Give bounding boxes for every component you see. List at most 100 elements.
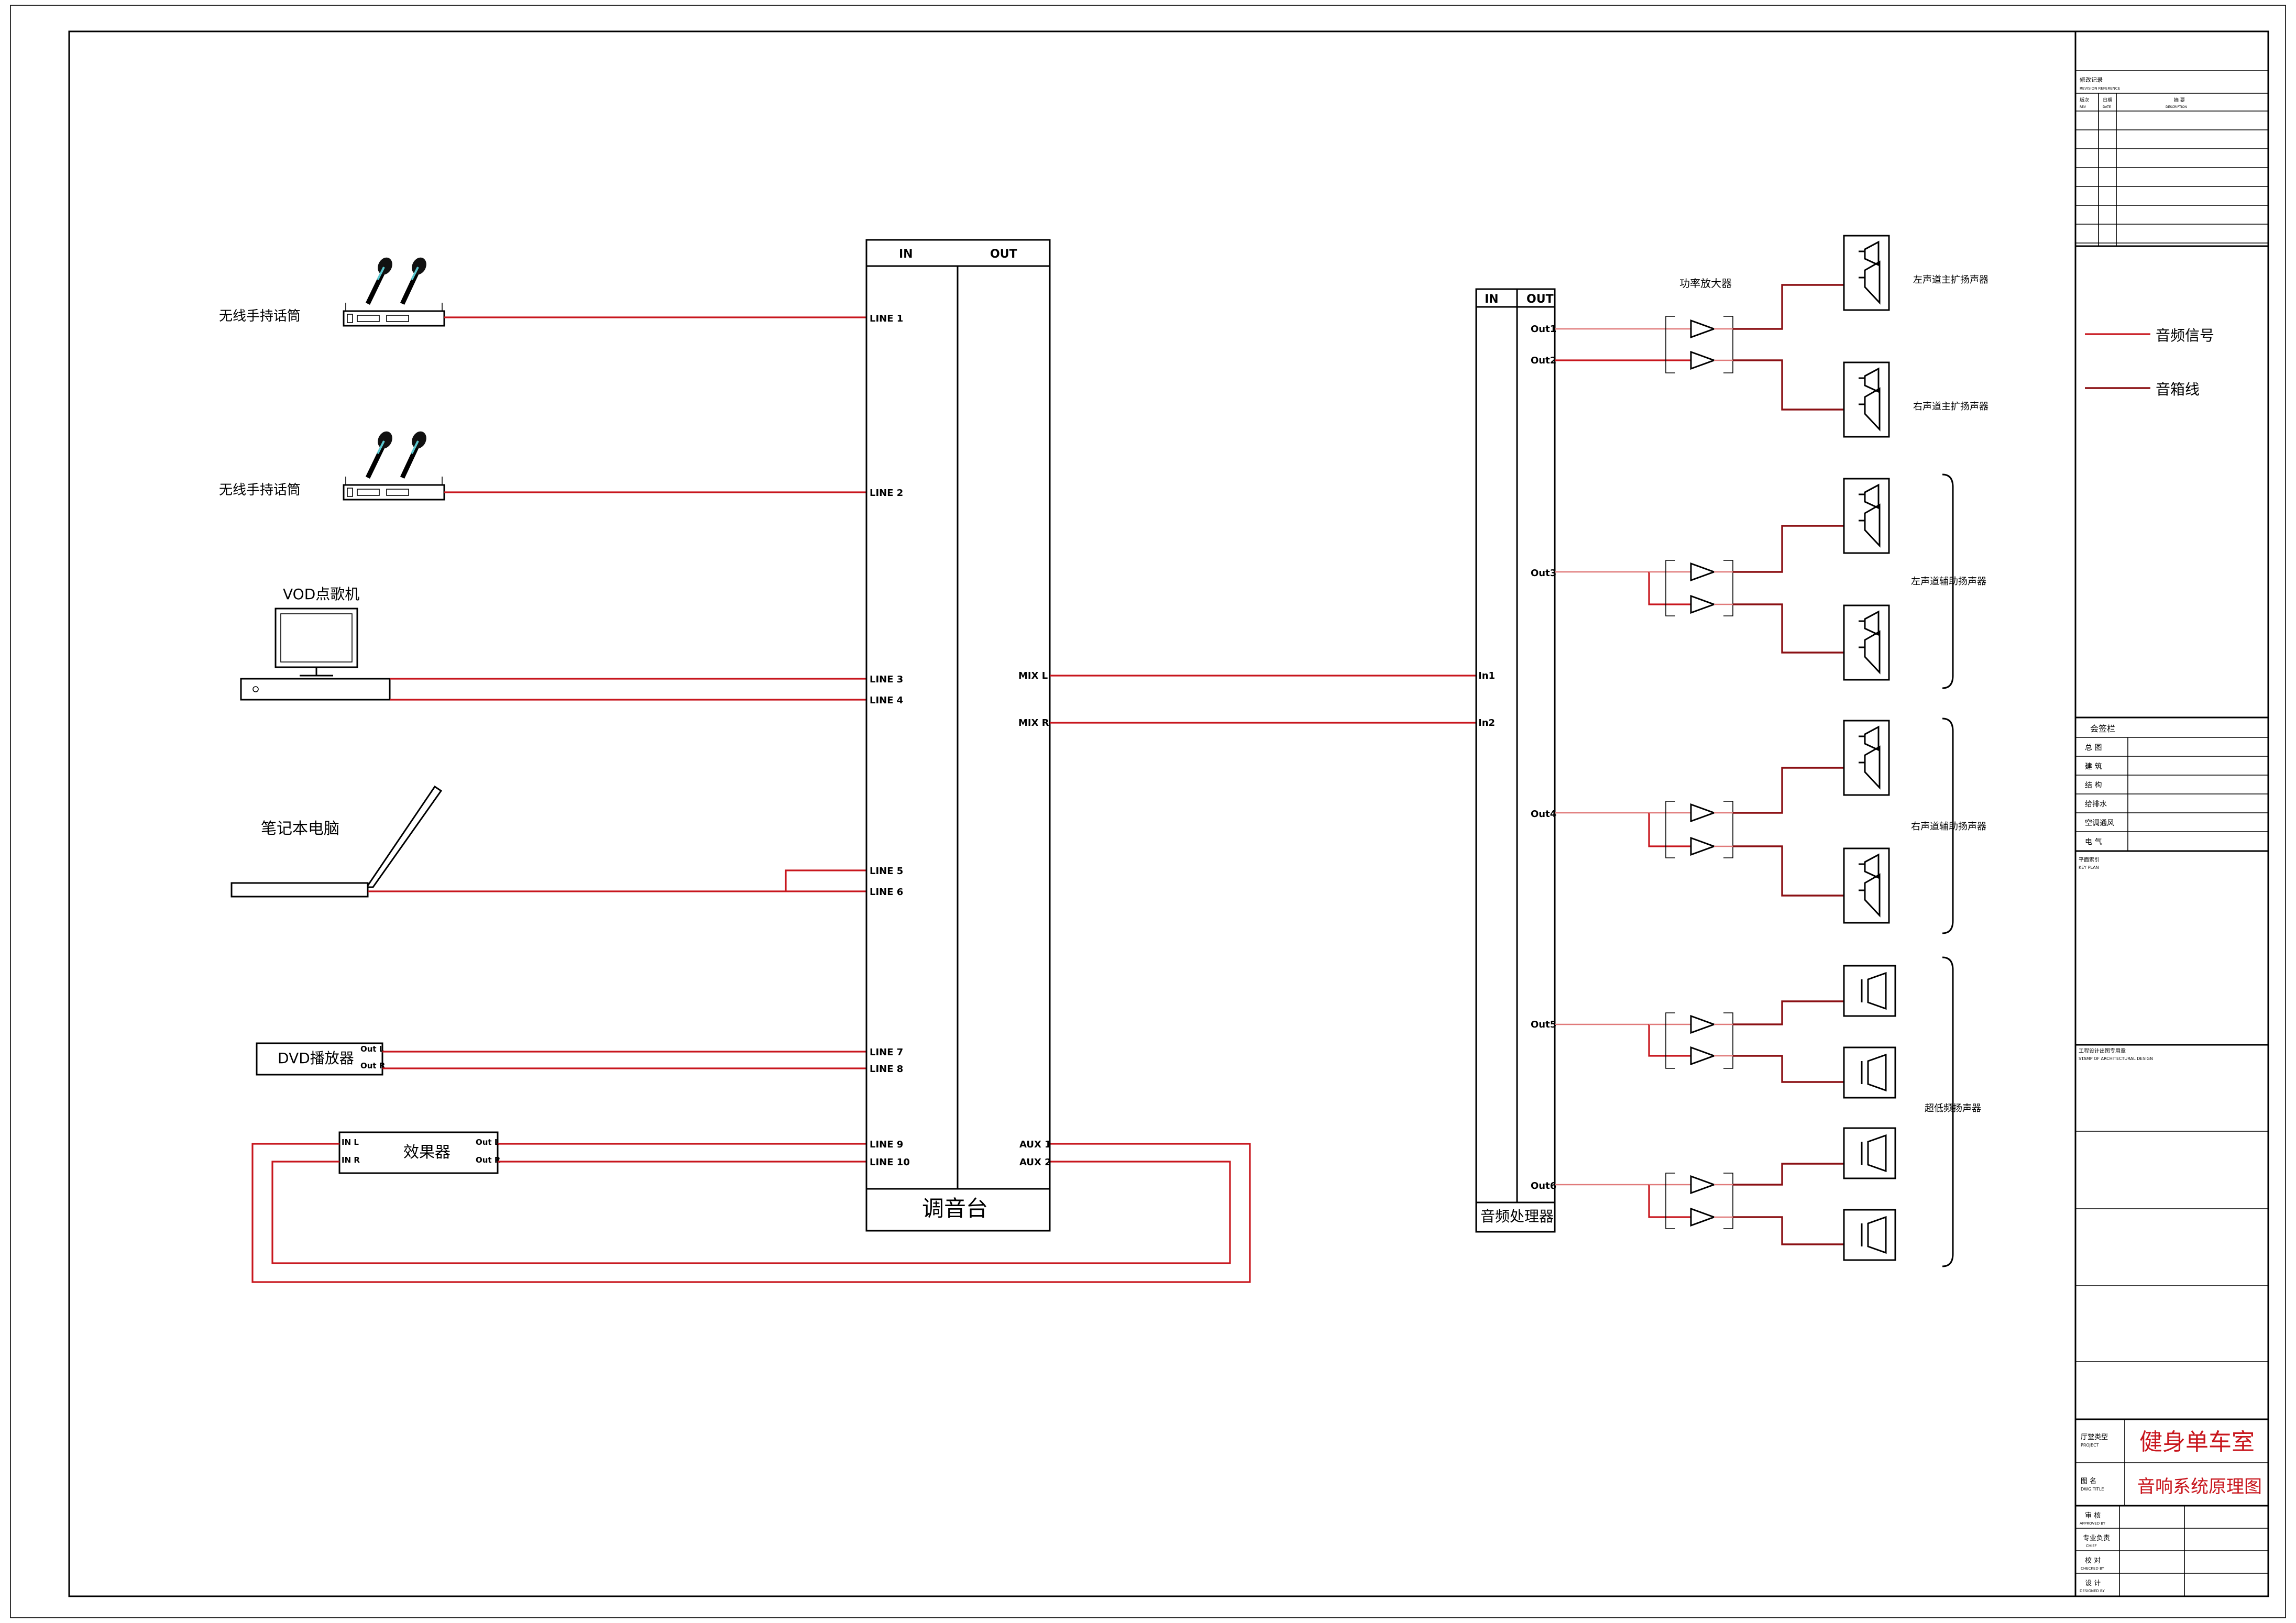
mixer: IN OUT 调音台 LINE 1 LINE 2 LINE 3 LINE 4 L… [865, 239, 1051, 1232]
approval-rows: 审 核 APPROVED BY 专业负责 CHIEF 校 对 CHECKED B… [2075, 1506, 2268, 1596]
effects-unit: 效果器 IN L IN R Out L Out R [338, 1131, 501, 1174]
speaker-wires [1733, 284, 1844, 1245]
svg-text:In2: In2 [1478, 717, 1495, 728]
svg-text:空调通风: 空调通风 [2085, 819, 2114, 827]
svg-text:APPROVED BY: APPROVED BY [2080, 1521, 2106, 1526]
svg-text:日期: 日期 [2103, 97, 2112, 103]
amplifier-icon [1690, 594, 1717, 614]
svg-text:摘 要: 摘 要 [2174, 97, 2185, 103]
microphone-icon [365, 257, 426, 305]
amplifier-icon [1690, 1046, 1717, 1066]
dvd-label: DVD播放器 [278, 1050, 354, 1067]
svg-text:建 筑: 建 筑 [2085, 763, 2102, 771]
svg-text:Out R: Out R [360, 1061, 386, 1070]
legend-speaker-label: 音箱线 [2156, 381, 2200, 398]
svg-text:DWG.TITLE: DWG.TITLE [2081, 1487, 2104, 1492]
drawing-frame [68, 30, 2269, 1597]
svg-text:KEY PLAN: KEY PLAN [2079, 865, 2099, 870]
svg-text:版次: 版次 [2080, 97, 2089, 103]
brace-left-aux [1942, 473, 1954, 689]
mic-2-label: 无线手持话筒 [219, 482, 301, 498]
mixer-mix-r: MIX R [1018, 717, 1049, 728]
wireless-mic-2: 无线手持话筒 [219, 431, 445, 501]
title-block: 修改记录 REVISION REFERENCE 版次 REV 日期 DATE 摘… [2074, 30, 2269, 1597]
svg-text:IN R: IN R [342, 1155, 360, 1165]
left-aux-label: 左声道辅助扬声器 [1911, 576, 1986, 587]
amplifier-icon [1690, 1175, 1717, 1195]
legend: 音频信号 音箱线 [2085, 327, 2214, 398]
dvd-box [256, 1042, 383, 1076]
brace-right-aux [1942, 717, 1954, 934]
svg-text:CHIEF: CHIEF [2086, 1544, 2097, 1548]
mixer-title: 调音台 [922, 1196, 988, 1221]
amplifier-icon [1690, 319, 1717, 339]
processor-output-label: Out5 [1531, 1019, 1556, 1030]
svg-text:电 气: 电 气 [2085, 838, 2102, 846]
processor-output-label: Out4 [1531, 809, 1556, 820]
speaker-icon [1843, 604, 1890, 681]
amplifier-icon [1690, 836, 1717, 856]
signoff-table: 会签栏 总 图 建 筑 结 构 给排水 空调通风 电 气 [2075, 716, 2268, 852]
mixer-input-label: LINE 2 [870, 488, 903, 499]
processor-output-label: Out3 [1531, 568, 1556, 579]
subwoofer-icon [1843, 1127, 1896, 1179]
amplifier-5 [1555, 1173, 1733, 1229]
subwoofer-1 [1843, 965, 1896, 1017]
mixer-aux-2: AUX 2 [1019, 1157, 1051, 1168]
speaker-right-main [1843, 361, 1890, 438]
svg-text:DATE: DATE [2103, 105, 2111, 109]
amplifier-icon [1690, 350, 1717, 370]
subwoofer-icon [1843, 965, 1896, 1017]
audio-processor: IN OUT 音频处理器 In1 In2 Out1 Out2 Out3 Out4… [1475, 288, 1556, 1233]
sheet-border [10, 5, 2286, 1618]
subwoofer-2 [1843, 1046, 1896, 1099]
svg-text:Out L: Out L [476, 1138, 500, 1147]
laptop: 笔记本电脑 [230, 785, 443, 898]
svg-text:STAMP OF ARCHITECTURAL DESIGN: STAMP OF ARCHITECTURAL DESIGN [2079, 1056, 2153, 1061]
amplifier-2 [1555, 560, 1733, 616]
mix-wires [1050, 675, 1476, 724]
amplifier-4 [1555, 1012, 1733, 1069]
svg-text:IN: IN [899, 248, 913, 261]
svg-text:OUT: OUT [1526, 293, 1554, 306]
effects-label: 效果器 [403, 1143, 451, 1162]
mixer-input-label: LINE 9 [870, 1139, 903, 1150]
svg-text:REVISION REFERENCE: REVISION REFERENCE [2080, 86, 2120, 91]
drawing-title: 音响系统原理图 [2137, 1476, 2262, 1497]
svg-text:Out R: Out R [476, 1155, 501, 1165]
mixer-mix-l: MIX L [1018, 670, 1048, 681]
dvd-player: DVD播放器 Out L Out R [256, 1042, 386, 1076]
left-main-label: 左声道主扩扬声器 [1913, 274, 1989, 285]
svg-text:OUT: OUT [990, 248, 1017, 261]
speaker-icon [1843, 361, 1890, 438]
mixer-input-label: LINE 8 [870, 1064, 903, 1075]
project-block: 厅堂类型 PROJECT 健身单车室 图 名 DWG.TITLE 音响系统原理图 [2075, 1419, 2268, 1507]
svg-text:审 核: 审 核 [2085, 1512, 2101, 1520]
vod-box [240, 678, 391, 701]
effects-box [338, 1131, 499, 1174]
subwoofer-3 [1843, 1127, 1896, 1179]
svg-text:总 图: 总 图 [2085, 744, 2102, 752]
right-main-label: 右声道主扩扬声器 [1913, 401, 1989, 412]
processor-output-label: Out1 [1531, 324, 1556, 335]
receiver-box [343, 310, 445, 327]
amplifier-icon [1690, 1014, 1717, 1034]
revision-table: 修改记录 REVISION REFERENCE 版次 REV 日期 DATE 摘… [2075, 70, 2268, 247]
processor-output-label: Out2 [1531, 355, 1556, 366]
svg-text:PROJECT: PROJECT [2081, 1443, 2099, 1448]
svg-text:IN: IN [1485, 293, 1499, 306]
svg-text:给排水: 给排水 [2085, 800, 2107, 809]
subwoofer-icon [1843, 1046, 1896, 1099]
svg-text:CHECKED BY: CHECKED BY [2081, 1566, 2105, 1571]
speaker-left-aux-2 [1843, 604, 1890, 681]
svg-text:图 名: 图 名 [2081, 1477, 2096, 1485]
mixer-input-label: LINE 6 [870, 887, 903, 898]
svg-text:In1: In1 [1478, 670, 1495, 681]
processor-output-label: Out6 [1531, 1180, 1556, 1191]
svg-text:平面索引: 平面索引 [2079, 856, 2100, 863]
vod-label: VOD点歌机 [283, 586, 359, 603]
mic-1-label: 无线手持话筒 [219, 308, 301, 324]
legend-signal-label: 音频信号 [2156, 327, 2214, 344]
svg-text:修改记录: 修改记录 [2080, 76, 2103, 83]
svg-text:DESIGNED BY: DESIGNED BY [2080, 1589, 2105, 1593]
